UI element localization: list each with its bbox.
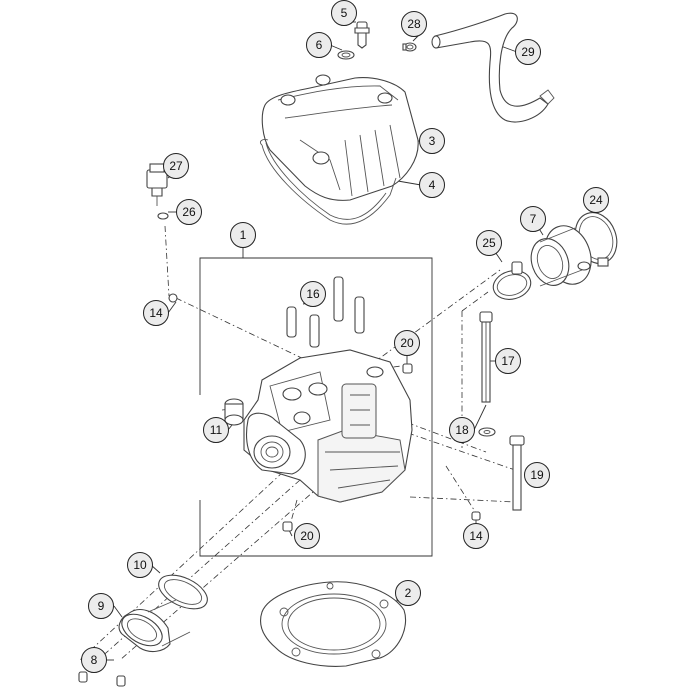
intake-clamp-25	[492, 261, 532, 300]
callout-29[interactable]: 29	[515, 39, 541, 65]
sleeve-11	[224, 398, 244, 426]
seal-ring-6	[337, 50, 355, 60]
callout-14-bottom[interactable]: 14	[463, 523, 489, 549]
valve-guides-16	[286, 276, 365, 348]
callout-24[interactable]: 24	[583, 187, 609, 213]
sensor-27	[146, 163, 168, 206]
sensor-seal-26	[157, 212, 169, 220]
callout-16[interactable]: 16	[300, 281, 326, 307]
washer-18	[478, 427, 496, 437]
callout-19[interactable]: 19	[524, 462, 550, 488]
callout-2[interactable]: 2	[395, 580, 421, 606]
callout-14-top[interactable]: 14	[143, 300, 169, 326]
screw-14-top	[168, 293, 178, 303]
exhaust-gasket-10	[158, 574, 208, 610]
cylinder-head-1	[243, 349, 413, 503]
callout-4[interactable]: 4	[419, 172, 445, 198]
assembly-frame	[199, 246, 433, 557]
cover-gasket-4	[259, 139, 397, 225]
callout-6[interactable]: 6	[306, 32, 332, 58]
callout-17[interactable]: 17	[495, 348, 521, 374]
intake-boot-7	[530, 225, 592, 287]
callout-10[interactable]: 10	[127, 552, 153, 578]
breather-fitting-5	[354, 21, 370, 49]
valve-cover-3	[261, 74, 419, 201]
screw-14-bottom	[471, 511, 481, 521]
callout-20-bottom[interactable]: 20	[294, 523, 320, 549]
callout-26[interactable]: 26	[176, 199, 202, 225]
callout-5[interactable]: 5	[331, 0, 357, 26]
callout-3[interactable]: 3	[419, 128, 445, 154]
callout-18[interactable]: 18	[449, 417, 475, 443]
callout-20-top[interactable]: 20	[394, 330, 420, 356]
bolt-19	[509, 435, 525, 511]
hose-clamp-28	[402, 42, 417, 52]
vent-hose-29	[431, 12, 555, 123]
stud-nuts-8	[78, 671, 126, 687]
plug-20-top	[402, 363, 413, 374]
long-bolt-17	[479, 311, 493, 403]
plug-20-bottom	[282, 521, 293, 532]
callout-28[interactable]: 28	[401, 11, 427, 37]
head-gasket-2	[259, 581, 407, 667]
callout-9[interactable]: 9	[88, 593, 114, 619]
callout-25[interactable]: 25	[476, 230, 502, 256]
callout-11[interactable]: 11	[203, 417, 229, 443]
callout-8[interactable]: 8	[81, 647, 107, 673]
exhaust-flange-9	[118, 599, 191, 653]
callout-1[interactable]: 1	[230, 222, 256, 248]
callout-27[interactable]: 27	[163, 153, 189, 179]
callout-7[interactable]: 7	[520, 206, 546, 232]
